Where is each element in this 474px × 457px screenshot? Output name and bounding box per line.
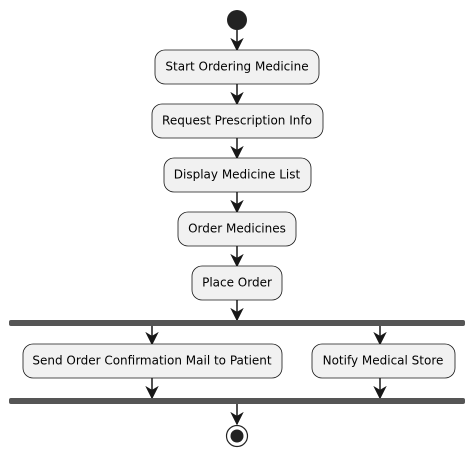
action-place-order: Place Order bbox=[191, 265, 283, 301]
action-label: Display Medicine List bbox=[174, 168, 301, 182]
end-node bbox=[225, 424, 249, 448]
action-label: Order Medicines bbox=[188, 222, 286, 236]
action-label: Place Order bbox=[202, 276, 272, 290]
action-label: Request Prescription Info bbox=[162, 114, 312, 128]
action-display-medicine-list: Display Medicine List bbox=[163, 157, 312, 193]
action-order-medicines: Order Medicines bbox=[177, 211, 297, 247]
action-notify-medical-store: Notify Medical Store bbox=[311, 343, 456, 379]
action-label: Send Order Confirmation Mail to Patient bbox=[32, 354, 272, 368]
action-label: Start Ordering Medicine bbox=[165, 60, 308, 74]
action-label: Notify Medical Store bbox=[323, 354, 444, 368]
action-send-order-confirmation-mail: Send Order Confirmation Mail to Patient bbox=[22, 343, 283, 379]
join-bar bbox=[9, 398, 465, 404]
start-node bbox=[227, 10, 247, 30]
action-request-prescription-info: Request Prescription Info bbox=[151, 103, 324, 139]
action-start-ordering-medicine: Start Ordering Medicine bbox=[154, 49, 320, 85]
fork-bar bbox=[9, 320, 465, 326]
